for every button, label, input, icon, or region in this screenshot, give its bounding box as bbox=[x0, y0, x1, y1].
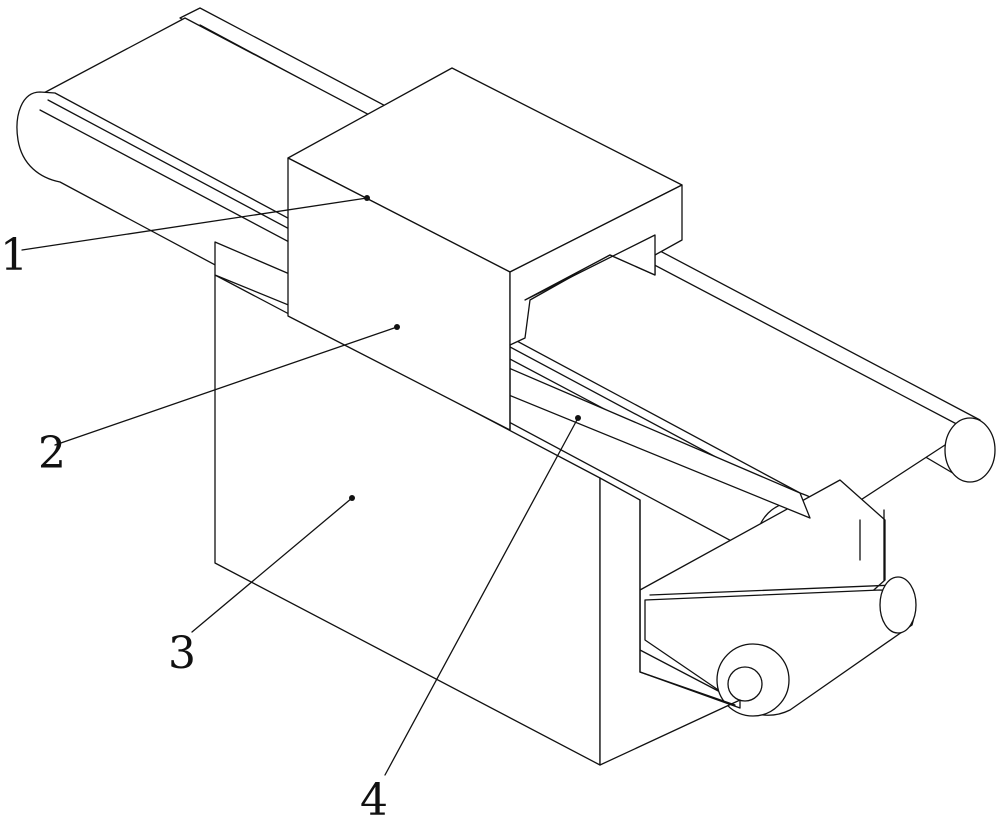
callout-label-3: 3 bbox=[168, 628, 196, 679]
callout-label-4: 4 bbox=[360, 775, 388, 820]
lower-belt-roller-axle bbox=[727, 666, 763, 702]
lower-belt-pulley bbox=[879, 576, 917, 634]
callout-label-2: 2 bbox=[38, 428, 66, 479]
leader-line-4 bbox=[384, 417, 579, 776]
leader-line-2 bbox=[54, 326, 398, 446]
leader-dot-4 bbox=[575, 415, 581, 421]
leader-line-3 bbox=[191, 497, 353, 633]
inspection-housing bbox=[287, 67, 683, 431]
lower-conveyor-belt bbox=[639, 479, 917, 717]
upper-belt-back-pulley bbox=[944, 417, 996, 483]
leader-dot-3 bbox=[349, 495, 355, 501]
callout-leaders bbox=[21, 195, 581, 776]
leader-dot-1 bbox=[364, 195, 370, 201]
callout-label-1: 1 bbox=[0, 230, 28, 281]
housing-tunnel-opening bbox=[524, 234, 656, 301]
leader-line-1 bbox=[21, 197, 368, 251]
leader-dot-2 bbox=[394, 324, 400, 330]
